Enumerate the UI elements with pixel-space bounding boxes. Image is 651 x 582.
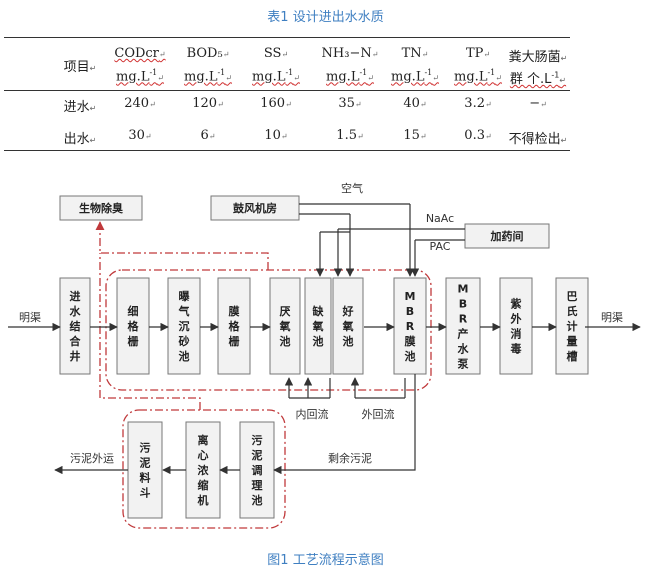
unit-sludge_hopper: 污泥料斗 <box>127 421 163 519</box>
table-header-item: 项目↵ <box>63 60 97 75</box>
table-cell: 30↵ <box>128 128 152 143</box>
unit-fine_screen: 细格栅 <box>116 277 150 375</box>
pac-label: PAC <box>430 240 451 253</box>
table-unit-2: mg.L-1↵ <box>184 68 232 85</box>
unit-anoxic: 缺氧池 <box>304 277 332 375</box>
table-cell: 15↵ <box>403 128 427 143</box>
unit-uv: 紫外消毒 <box>499 277 533 375</box>
deodor-box: 生物除臭 <box>59 195 143 221</box>
unit-centrifuge: 离心浓缩机 <box>185 421 221 519</box>
internal-return-label: 内回流 <box>296 407 329 421</box>
table-cell: 6↵ <box>200 128 216 143</box>
table-cell: 120↵ <box>192 96 224 111</box>
unit-label: 紫外消毒 <box>510 297 522 356</box>
table-bottom-rule <box>4 150 570 151</box>
table-header-6: TP↵ <box>465 46 491 61</box>
blower-label: 鼓风机房 <box>233 201 277 215</box>
unit-anaerobic: 厌氧池 <box>269 277 301 375</box>
deodor-link-line <box>95 221 269 270</box>
unit-label: 细格栅 <box>128 304 140 348</box>
naac-label: NaAc <box>426 212 454 225</box>
table-cell: 1.5↵ <box>336 128 364 143</box>
unit-label: 厌氧池 <box>279 305 291 348</box>
diagram-caption: 图1 工艺流程示意图 <box>267 553 384 568</box>
blower-box: 鼓风机房 <box>210 195 300 221</box>
table-header-4: NH₃−N↵ <box>321 46 379 61</box>
deodor-label: 生物除臭 <box>79 201 123 215</box>
table-cell: 10↵ <box>264 128 288 143</box>
dosing-label: 加药间 <box>490 229 524 243</box>
unit-aerated_grit: 曝气沉砂池 <box>167 277 201 375</box>
unit-sludge_tank: 污泥调理池 <box>239 421 275 519</box>
table-cell: 不得检出↵ <box>508 132 568 147</box>
table-header-1: CODcr↵ <box>114 46 166 61</box>
table-cell: −↵ <box>529 96 547 111</box>
table-unit-6: mg.L-1↵ <box>454 68 502 85</box>
outlet-label: 明渠 <box>601 311 623 324</box>
table-row-label: 出水↵ <box>63 132 97 147</box>
unit-membrane_screen: 膜格栅 <box>217 277 251 375</box>
table-header-rule <box>4 90 570 91</box>
sludge-process-units: 污泥料斗 离心浓缩机 污泥调理池 <box>127 421 275 519</box>
table-header-3: SS↵ <box>263 46 289 61</box>
unit-label: 缺氧池 <box>312 304 325 348</box>
dosing-box: 加药间 <box>464 223 550 249</box>
table-unit-7: 群 个.L-1↵ <box>509 70 567 87</box>
table-unit-3: mg.L-1↵ <box>252 68 300 85</box>
unit-label: 污泥调理池 <box>252 433 263 507</box>
table-row-label: 进水↵ <box>63 100 97 115</box>
table-top-rule <box>4 37 570 38</box>
table-header-7: 粪大肠菌↵ <box>508 50 568 65</box>
deodor-group-sludge <box>122 409 286 529</box>
table-caption: 表1 设计进出水水质 <box>267 10 384 25</box>
external-return-label: 外回流 <box>362 407 395 421</box>
table-unit-4: mg.L-1↵ <box>326 68 374 85</box>
table-unit-5: mg.L-1↵ <box>391 68 439 85</box>
deodor-group-main <box>105 269 432 391</box>
table-cell: 0.3↵ <box>464 128 492 143</box>
inlet-label: 明渠 <box>19 311 41 324</box>
unit-label: 进水结合井 <box>69 289 82 363</box>
unit-label: 好氧池 <box>342 304 354 348</box>
table-cell: 160↵ <box>260 96 292 111</box>
unit-label: 离心浓缩机 <box>198 433 210 507</box>
excess-sludge-line <box>273 374 416 475</box>
unit-label: 膜格栅 <box>229 304 241 348</box>
deodor-link-line-sludge <box>99 253 201 410</box>
table-cell: 3.2↵ <box>464 96 492 111</box>
table-cell: 35↵ <box>338 96 362 111</box>
unit-parshall: 巴氏计量槽 <box>555 277 589 375</box>
excess-sludge-label: 剩余污泥 <box>328 451 372 465</box>
unit-aerobic: 好氧池 <box>332 277 364 375</box>
unit-label: 曝气沉砂池 <box>178 289 190 363</box>
unit-label: 巴氏计量槽 <box>567 290 578 363</box>
table-unit-1: mg.L-1↵ <box>116 68 164 85</box>
table-header-2: BOD₅↵ <box>186 46 230 61</box>
table-cell: 240↵ <box>124 96 156 111</box>
unit-label: 污泥料斗 <box>140 441 151 500</box>
table-cell: 40↵ <box>403 96 427 111</box>
sludge-out-label: 污泥外运 <box>70 452 114 465</box>
unit-inlet_well: 进水结合井 <box>59 277 91 375</box>
table-header-5: TN↵ <box>401 46 429 61</box>
air-label: 空气 <box>341 181 363 195</box>
